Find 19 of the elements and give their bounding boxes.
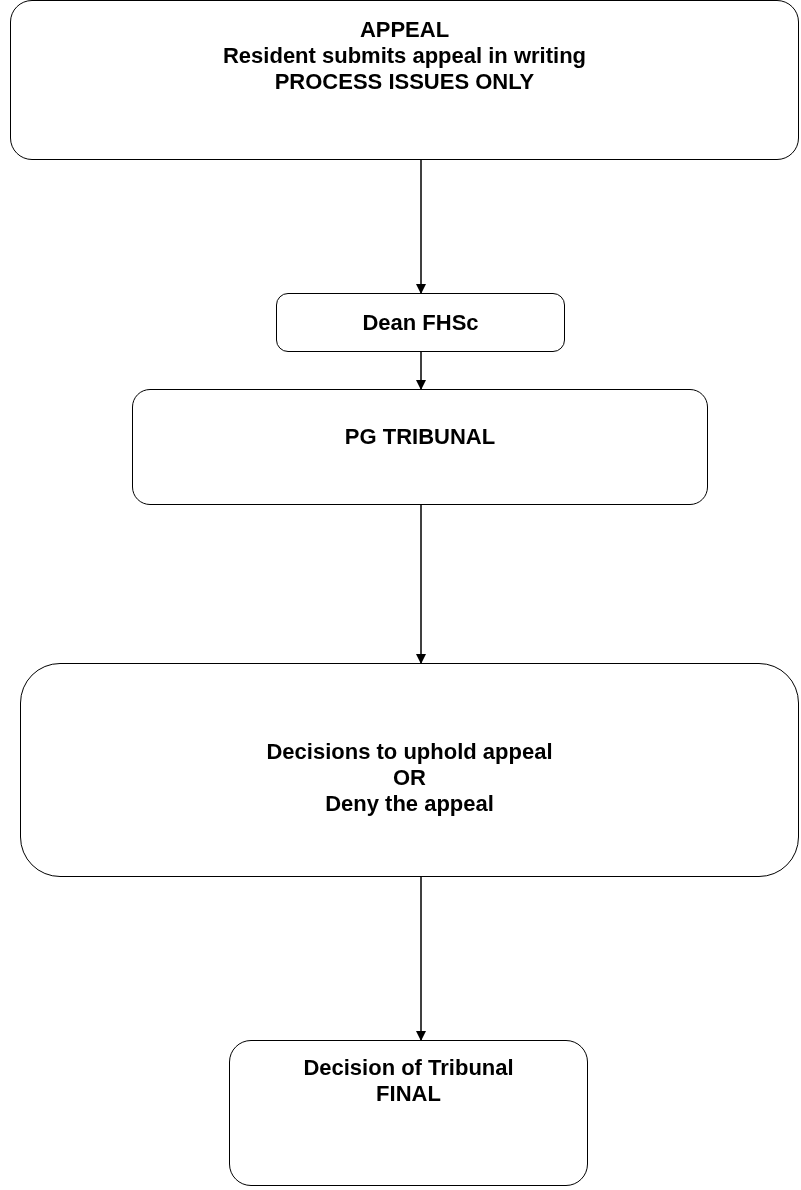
process-box xyxy=(276,293,565,352)
box-text: Deny the appeal xyxy=(325,791,494,817)
arrow xyxy=(416,876,426,1041)
box-text: PG TRIBUNAL xyxy=(344,424,496,450)
process-box xyxy=(229,1040,588,1186)
process-box xyxy=(10,0,799,160)
box-text: FINAL xyxy=(376,1081,441,1107)
arrow xyxy=(416,504,426,664)
box-text: Resident submits appeal in writing xyxy=(222,43,587,69)
box-text: Decisions to uphold appeal xyxy=(266,739,553,765)
arrow xyxy=(416,159,426,294)
box-text: Dean FHSc xyxy=(362,309,479,336)
box-text: PROCESS ISSUES ONLY xyxy=(274,69,535,95)
box-text: Decision of Tribunal xyxy=(303,1055,514,1081)
box-text: OR xyxy=(393,765,426,791)
arrow xyxy=(416,351,426,390)
process-box xyxy=(20,663,799,877)
box-text: APPEAL xyxy=(359,17,450,43)
process-box xyxy=(132,389,708,505)
